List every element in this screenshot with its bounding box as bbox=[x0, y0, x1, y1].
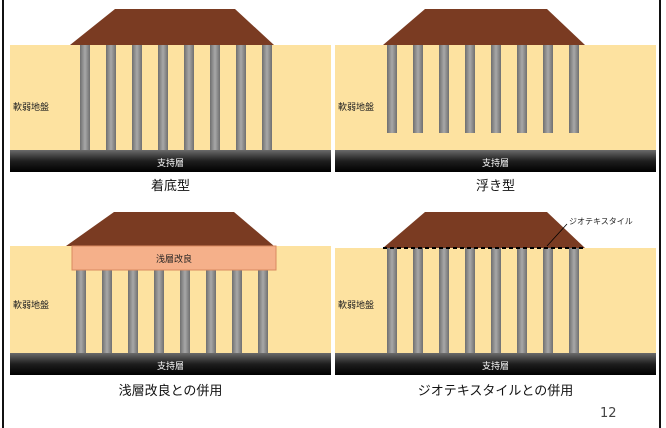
geotextile-leader bbox=[546, 223, 568, 247]
pile-group bbox=[387, 248, 579, 353]
pile bbox=[517, 248, 527, 353]
pile bbox=[439, 248, 449, 353]
pile bbox=[132, 45, 142, 150]
pile bbox=[154, 246, 164, 353]
panel-shallow-improvement: 浅層改良 軟弱地盤 支持層 浅層改良との併用 bbox=[10, 210, 331, 400]
page-number: 12 bbox=[600, 406, 617, 421]
bearing-layer-label: 支持層 bbox=[481, 159, 509, 169]
bearing-type-diagram bbox=[10, 9, 331, 172]
geotextile-label: ジオテキスタイル bbox=[569, 217, 633, 226]
panel-caption: 浅層改良との併用 bbox=[118, 384, 223, 399]
panel-caption: 浮き型 bbox=[475, 179, 515, 194]
panel-geotextile: ジオテキスタイル 軟弱地盤 支持層 ジオテキスタイルとの併用 bbox=[335, 210, 656, 400]
pile bbox=[491, 45, 501, 133]
pile-group bbox=[80, 45, 272, 150]
pile bbox=[206, 246, 216, 353]
bearing-layer-label: 支持層 bbox=[156, 362, 184, 372]
pile bbox=[387, 248, 397, 353]
embankment bbox=[66, 212, 274, 246]
pile-group bbox=[387, 45, 579, 133]
soft-ground-label: 軟弱地盤 bbox=[13, 301, 50, 311]
bearing-layer bbox=[10, 353, 331, 375]
pile bbox=[491, 248, 501, 353]
pile bbox=[158, 45, 168, 150]
panel-caption: 着底型 bbox=[150, 179, 190, 194]
pile bbox=[258, 246, 268, 353]
shallow-improvement-diagram bbox=[10, 212, 331, 375]
bearing-layer bbox=[335, 150, 656, 172]
pile bbox=[569, 248, 579, 353]
soft-ground-label: 軟弱地盤 bbox=[338, 103, 375, 113]
bearing-layer-label: 支持層 bbox=[481, 362, 509, 372]
right-frame-line bbox=[659, 0, 661, 428]
bearing-layer-label: 支持層 bbox=[156, 159, 184, 169]
pile bbox=[543, 248, 553, 353]
panel-caption: ジオテキスタイルとの併用 bbox=[417, 384, 574, 399]
shallow-improvement-label: 浅層改良 bbox=[155, 255, 192, 265]
pile bbox=[210, 45, 220, 150]
pile bbox=[128, 246, 138, 353]
bearing-layer bbox=[10, 150, 331, 172]
pile bbox=[465, 248, 475, 353]
embankment bbox=[383, 9, 585, 45]
pile bbox=[80, 45, 90, 150]
pile bbox=[517, 45, 527, 133]
soft-ground-label: 軟弱地盤 bbox=[13, 103, 50, 113]
pile bbox=[180, 246, 190, 353]
embankment bbox=[70, 9, 274, 45]
pile bbox=[413, 248, 423, 353]
floating-type-diagram bbox=[335, 9, 656, 172]
pile bbox=[232, 246, 242, 353]
pile bbox=[543, 45, 553, 133]
pile-group bbox=[76, 246, 268, 353]
pile bbox=[569, 45, 579, 133]
shallow-improvement-layer bbox=[71, 245, 277, 271]
pile bbox=[102, 246, 112, 353]
pile bbox=[439, 45, 449, 133]
panel-floating-type: 軟弱地盤 支持層 浮き型 bbox=[335, 5, 656, 195]
pile bbox=[387, 45, 397, 133]
left-frame-line bbox=[2, 0, 4, 428]
panel-bearing-type: 軟弱地盤 支持層 着底型 bbox=[10, 5, 331, 195]
soft-ground bbox=[10, 45, 331, 150]
geotextile-diagram bbox=[335, 212, 656, 375]
pile bbox=[76, 246, 86, 353]
embankment bbox=[383, 212, 585, 248]
bearing-layer bbox=[335, 353, 656, 375]
pile bbox=[184, 45, 194, 150]
pile bbox=[106, 45, 116, 150]
pile bbox=[465, 45, 475, 133]
soft-ground-label: 軟弱地盤 bbox=[338, 301, 375, 311]
pile bbox=[413, 45, 423, 133]
pile bbox=[262, 45, 272, 150]
pile bbox=[236, 45, 246, 150]
